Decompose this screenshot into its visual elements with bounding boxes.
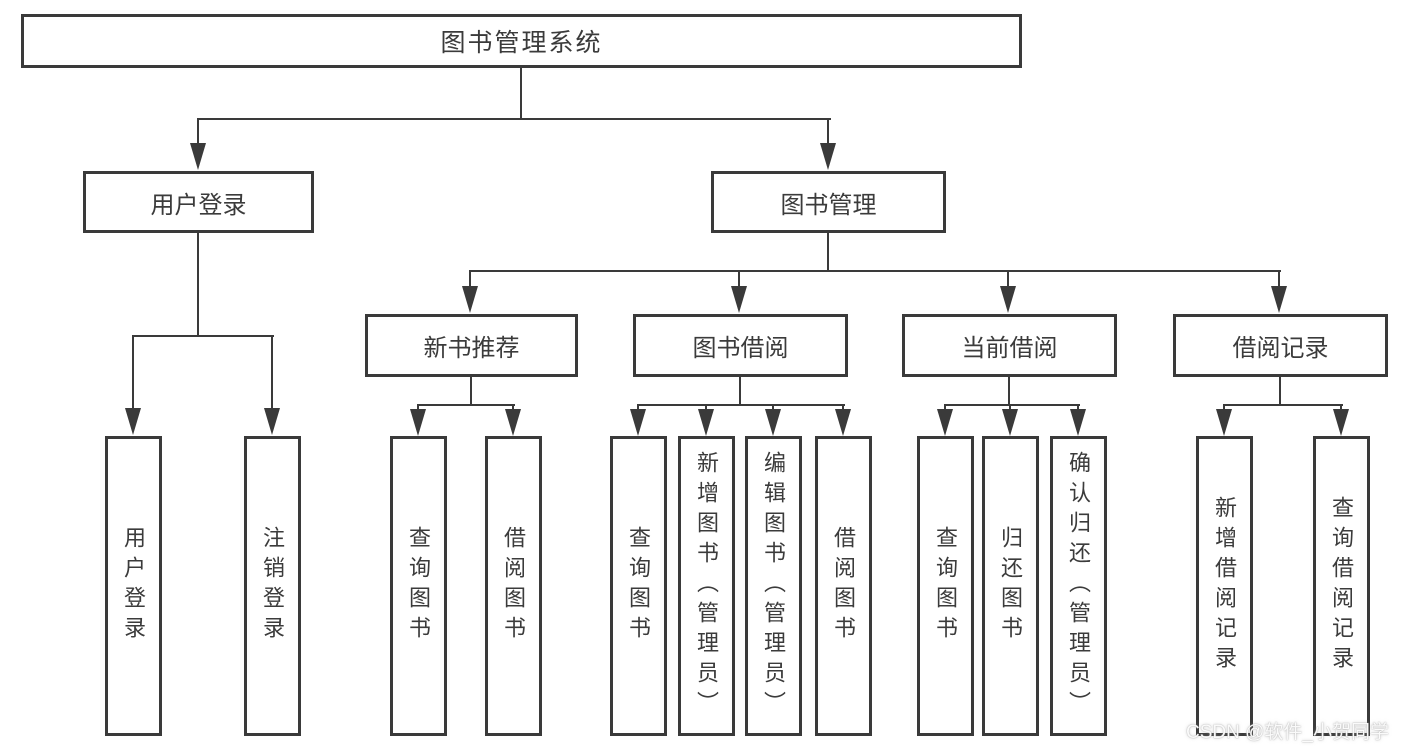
watermark: CSDN @软件_小贺同学 — [1186, 722, 1389, 743]
connector-borrow-drop-4 — [842, 404, 844, 412]
arrow-to-current-borrow-icon — [1000, 286, 1016, 313]
node-leaf-query-borrow-record: 查询借阅记录 — [1313, 436, 1370, 736]
arrow-current-leaf-2-icon — [1002, 409, 1018, 436]
node-user-login: 用户登录 — [83, 171, 314, 233]
node-current-borrowing: 当前借阅 — [902, 314, 1117, 377]
connector-records-bar — [1223, 404, 1343, 406]
connector-mgmt-stem — [827, 233, 829, 272]
node-leaf-confirm-return-admin: 确认归还（管理员） — [1050, 436, 1107, 736]
node-leaf-query-books-3: 查询图书 — [917, 436, 974, 736]
arrow-borrow-leaf-2-icon — [698, 409, 714, 436]
arrow-to-login-leaf-icon — [125, 408, 141, 435]
connector-borrow-drop-2 — [705, 404, 707, 412]
arrow-current-leaf-1-icon — [937, 409, 953, 436]
arrow-to-logout-leaf-icon — [264, 408, 280, 435]
connector-borrow-bar — [637, 404, 845, 406]
connector-login-drop-2 — [271, 335, 273, 410]
arrow-records-leaf-1-icon — [1216, 409, 1232, 436]
node-leaf-user-login: 用户登录 — [105, 436, 162, 736]
arrow-to-borrow-records-icon — [1271, 286, 1287, 313]
node-leaf-add-books-admin: 新增图书（管理员） — [678, 436, 735, 736]
connector-mgmt-drop-4 — [1278, 270, 1280, 288]
connector-current-drop-2 — [1009, 404, 1011, 412]
connector-root-bar — [197, 118, 831, 120]
connector-login-drop-1 — [132, 335, 134, 410]
arrow-rec-leaf-1-icon — [410, 409, 426, 436]
arrow-to-book-borrow-icon — [731, 286, 747, 313]
connector-mgmt-drop-2 — [738, 270, 740, 288]
arrow-to-book-management-icon — [820, 143, 836, 170]
connector-mgmt-bar — [469, 270, 1281, 272]
node-book-borrowing: 图书借阅 — [633, 314, 848, 377]
connector-borrow-drop-1 — [637, 404, 639, 412]
node-leaf-borrow-books-1: 借阅图书 — [485, 436, 542, 736]
node-leaf-logout: 注销登录 — [244, 436, 301, 736]
connector-root-stem — [520, 68, 522, 120]
arrow-records-leaf-2-icon — [1333, 409, 1349, 436]
connector-rec-drop-2 — [512, 404, 514, 412]
node-leaf-add-borrow-record: 新增借阅记录 — [1196, 436, 1253, 736]
arrow-to-new-book-rec-icon — [462, 286, 478, 313]
connector-rec-stem — [470, 377, 472, 406]
arrow-borrow-leaf-4-icon — [835, 409, 851, 436]
connector-borrow-stem — [739, 377, 741, 406]
connector-current-drop-1 — [944, 404, 946, 412]
arrow-rec-leaf-2-icon — [505, 409, 521, 436]
node-new-book-recommendation: 新书推荐 — [365, 314, 578, 377]
node-leaf-query-books-2: 查询图书 — [610, 436, 667, 736]
node-leaf-query-books-1: 查询图书 — [390, 436, 447, 736]
connector-records-stem — [1279, 377, 1281, 406]
connector-root-drop-left — [197, 118, 199, 146]
arrow-borrow-leaf-1-icon — [630, 409, 646, 436]
node-leaf-edit-books-admin: 编辑图书（管理员） — [745, 436, 802, 736]
arrow-current-leaf-3-icon — [1070, 409, 1086, 436]
connector-root-drop-right — [827, 118, 829, 146]
connector-records-drop-1 — [1223, 404, 1225, 412]
connector-current-bar — [944, 404, 1080, 406]
connector-current-drop-3 — [1077, 404, 1079, 412]
node-borrowing-records: 借阅记录 — [1173, 314, 1388, 377]
node-book-management: 图书管理 — [711, 171, 946, 233]
connector-rec-drop-1 — [417, 404, 419, 412]
connector-current-stem — [1008, 377, 1010, 406]
connector-login-bar — [132, 335, 274, 337]
connector-mgmt-drop-1 — [469, 270, 471, 288]
node-library-management-system: 图书管理系统 — [21, 14, 1022, 68]
node-leaf-borrow-books-2: 借阅图书 — [815, 436, 872, 736]
arrow-borrow-leaf-3-icon — [765, 409, 781, 436]
connector-borrow-drop-3 — [772, 404, 774, 412]
connector-records-drop-2 — [1340, 404, 1342, 412]
node-leaf-return-books: 归还图书 — [982, 436, 1039, 736]
arrow-to-user-login-icon — [190, 143, 206, 170]
connector-rec-bar — [417, 404, 515, 406]
connector-login-stem — [197, 233, 199, 336]
connector-mgmt-drop-3 — [1007, 270, 1009, 288]
